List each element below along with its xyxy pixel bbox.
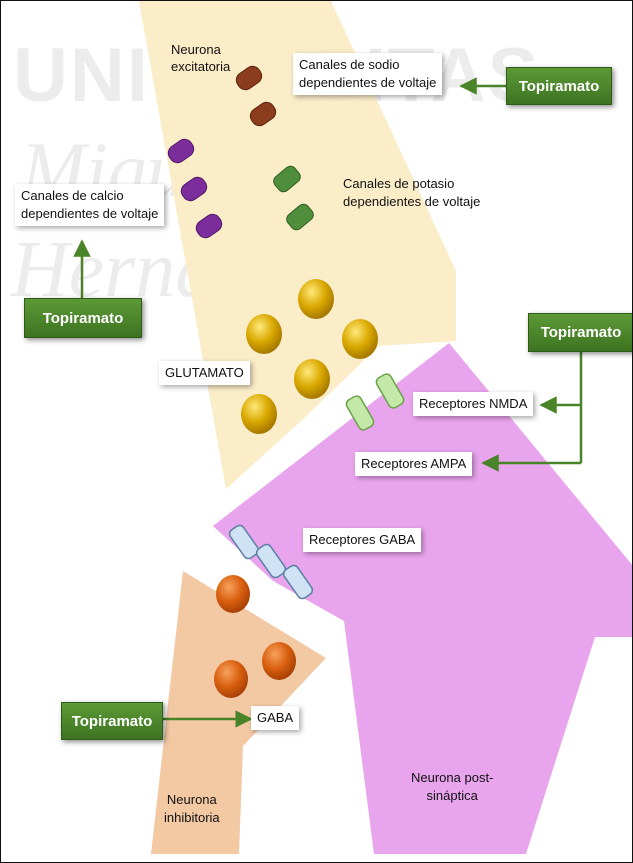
glutamate-vesicle [294,359,330,399]
sodium-channels-label: Canales de sodio dependientes de voltaje [293,53,442,95]
ampa-label: Receptores AMPA [355,452,472,476]
topiramato-sodio-box: Topiramato [506,67,612,105]
glutamate-vesicle [342,319,378,359]
calcium-channels-label: Canales de calcio dependientes de voltaj… [15,184,164,226]
neurona-postsinaptica-label: Neurona post- sináptica [411,769,493,805]
neurona-excitatoria-label: Neurona excitatoria [171,41,230,75]
nmda-label: Receptores NMDA [413,392,533,416]
topiramato-calcio-box: Topiramato [24,298,142,338]
gaba-label: GABA [251,706,299,730]
gaba-vesicle [216,575,250,613]
gaba-vesicle [214,660,248,698]
topiramato-receptores-box: Topiramato [528,313,633,352]
glutamato-label: GLUTAMATO [159,361,250,385]
potassium-channels-label: Canales de potasio dependientes de volta… [343,175,480,211]
glutamate-vesicle [298,279,334,319]
gaba-receptors-label: Receptores GABA [303,528,421,552]
glutamate-vesicle [246,314,282,354]
neurona-inhibitoria-label: Neurona inhibitoria [164,791,220,827]
topiramato-gaba-box: Topiramato [61,702,163,740]
gaba-vesicle [262,642,296,680]
glutamate-vesicle [241,394,277,434]
